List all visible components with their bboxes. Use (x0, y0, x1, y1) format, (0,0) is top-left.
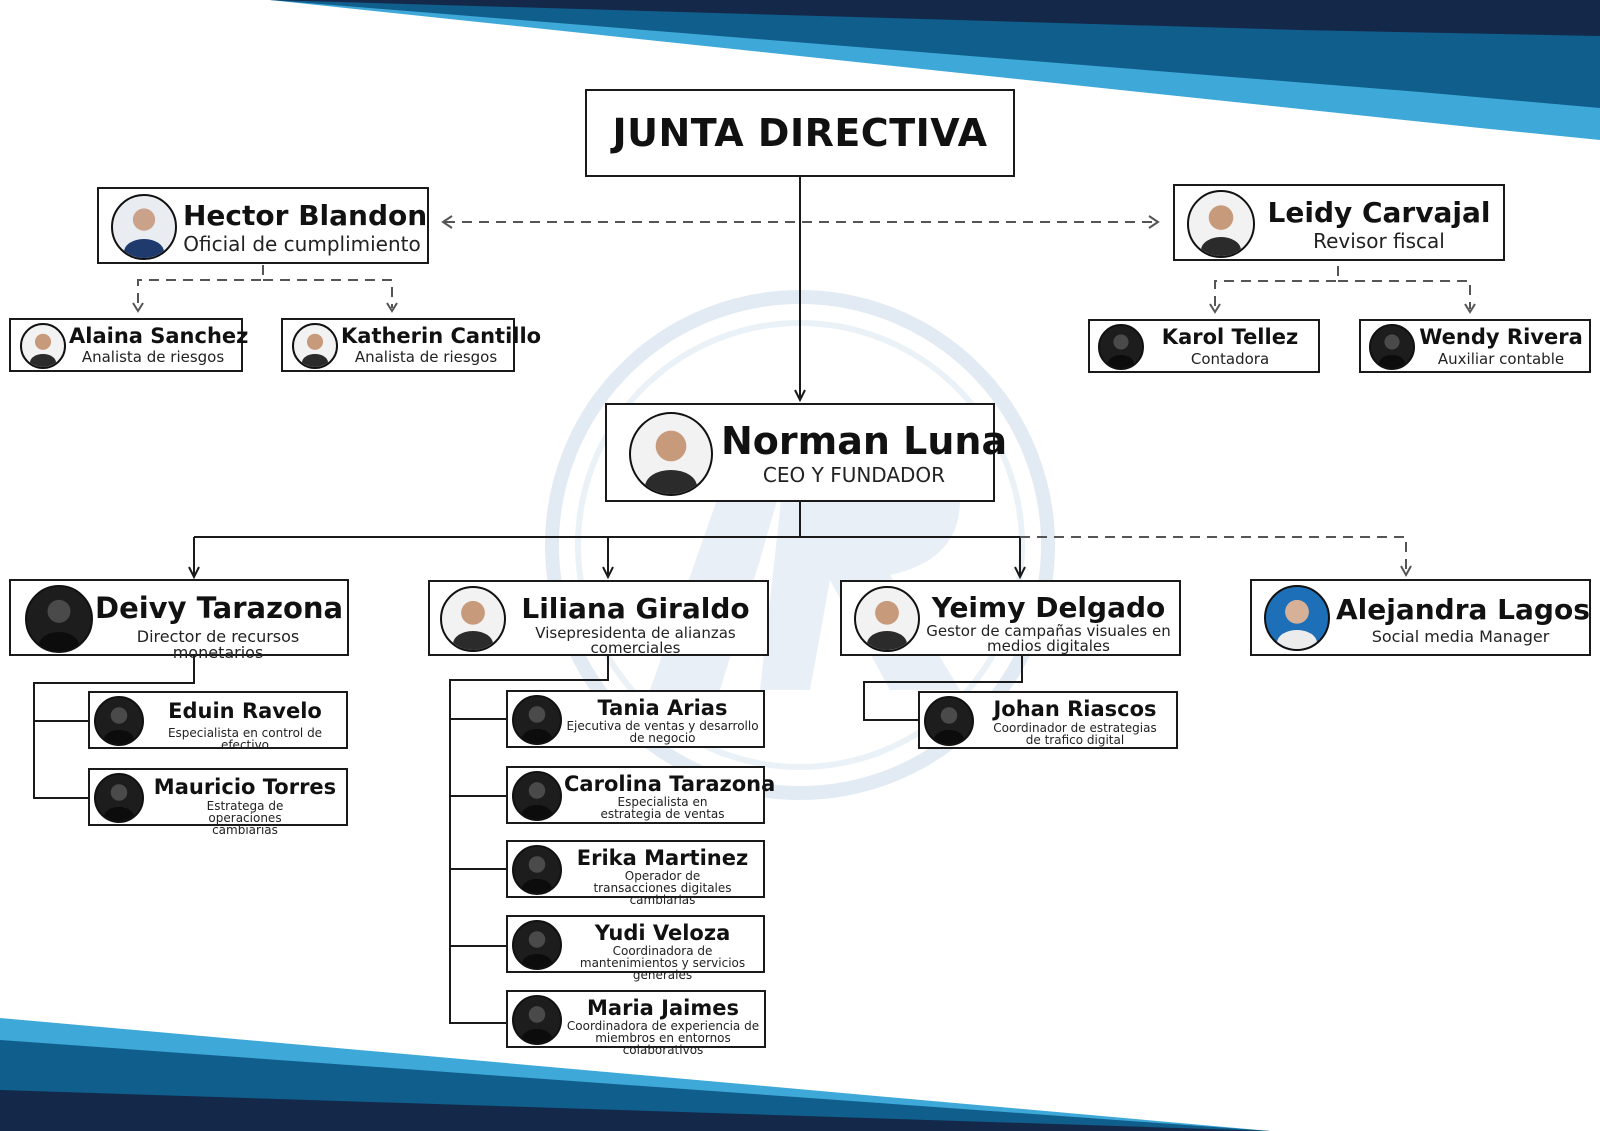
node-name: Norman Luna (721, 419, 1008, 463)
node-name: Hector Blandon (183, 199, 428, 232)
avatar (1187, 190, 1255, 258)
node-yudi-veloza: Yudi Veloza Coordinadora de mantenimient… (506, 915, 765, 981)
node-role: Director de recursos monetarios (136, 627, 300, 662)
yeimy-tree-line (863, 654, 1023, 721)
chart-title: JUNTA DIRECTIVA (612, 111, 988, 155)
node-leidy-carvajal: Leidy Carvajal Revisor fiscal (1173, 184, 1505, 261)
avatar (512, 695, 562, 745)
node-eduin-ravelo: Eduin Ravelo Especialista en control de … (88, 691, 348, 752)
avatar (1369, 324, 1415, 370)
node-maria-jaimes: Maria Jaimes Coordinadora de experiencia… (506, 990, 766, 1056)
node-liliana-giraldo: Liliana Giraldo Visepresidenta de alianz… (428, 580, 769, 656)
node-karol-tellez: Karol Tellez Contadora (1088, 319, 1320, 373)
node-role: Auxiliar contable (1437, 350, 1565, 368)
junta-directiva-box: JUNTA DIRECTIVA (585, 89, 1015, 177)
node-hector-blandon: Hector Blandon Oficial de cumplimiento (97, 187, 429, 264)
node-role: Gestor de campañas visuales en medios di… (926, 622, 1171, 655)
avatar (512, 771, 562, 821)
node-erika-martinez: Erika Martinez Operador de transacciones… (506, 840, 765, 906)
node-role: Social media Manager (1371, 627, 1550, 646)
node-role: Contadora (1190, 350, 1270, 368)
node-role: Ejecutiva de ventas y desarrollo de nego… (566, 719, 759, 745)
node-name: Alejandra Lagos (1336, 593, 1590, 626)
node-name: Deivy Tarazona (95, 591, 344, 625)
node-role: Analista de riesgos (81, 348, 225, 366)
avatar (629, 412, 713, 496)
avatar (1264, 585, 1330, 651)
node-role: Especialista en control de efectivo (167, 726, 323, 752)
node-name: Leidy Carvajal (1267, 196, 1491, 229)
node-role: CEO Y FUNDADOR (762, 463, 946, 487)
avatar (924, 696, 974, 746)
node-name: Mauricio Torres (153, 775, 337, 799)
node-name: Wendy Rivera (1419, 325, 1583, 349)
avatar (854, 586, 920, 652)
node-carolina-tarazona: Carolina Tarazona Especialista en estrat… (506, 766, 776, 824)
node-name: Eduin Ravelo (168, 699, 322, 723)
node-name: Carolina Tarazona (564, 772, 776, 796)
node-role: Coordinadora de mantenimientos y servici… (579, 944, 746, 982)
node-name: Johan Riascos (993, 697, 1157, 721)
node-name: Yeimy Delgado (931, 591, 1166, 624)
liliana-tree-line (449, 654, 609, 1024)
node-yeimy-delgado: Yeimy Delgado Gestor de campañas visuale… (840, 580, 1181, 656)
avatar (111, 194, 177, 260)
avatar (94, 773, 144, 823)
node-name: Katherin Cantillo (341, 324, 542, 348)
node-name: Maria Jaimes (587, 996, 739, 1020)
alejandra-dashed-line (1020, 536, 1407, 572)
avatar (1098, 324, 1144, 370)
avatar (512, 920, 562, 970)
node-alaina-sanchez: Alaina Sanchez Analista de riesgos (9, 318, 249, 372)
avatar (440, 586, 506, 652)
node-name: Alaina Sanchez (69, 324, 249, 348)
node-norman-luna: Norman Luna CEO Y FUNDADOR (605, 403, 1008, 502)
avatar (512, 845, 562, 895)
avatar (20, 323, 66, 369)
node-role: Estratega de operaciones cambiarias (206, 799, 284, 837)
node-name: Liliana Giraldo (521, 592, 750, 625)
avatar (292, 323, 338, 369)
node-role: Coordinadora de experiencia de miembros … (566, 1019, 760, 1057)
node-johan-riascos: Johan Riascos Coordinador de estrategias… (918, 691, 1178, 749)
avatar (94, 696, 144, 746)
node-mauricio-torres: Mauricio Torres Estratega de operaciones… (88, 768, 348, 836)
deivy-tree-line (33, 654, 195, 799)
node-alejandra-lagos: Alejandra Lagos Social media Manager (1250, 579, 1591, 656)
node-deivy-tarazona: Deivy Tarazona Director de recursos mone… (9, 579, 349, 661)
node-wendy-rivera: Wendy Rivera Auxiliar contable (1359, 319, 1591, 373)
bottom-band-dark (0, 1090, 1270, 1131)
node-name: Karol Tellez (1161, 325, 1299, 349)
node-role: Coordinador de estrategias de trafico di… (993, 721, 1157, 747)
avatar (25, 585, 93, 653)
node-role: Visepresidenta de alianzas comerciales (535, 624, 736, 657)
node-name: Yudi Veloza (594, 921, 731, 945)
node-role: Oficial de cumplimiento (183, 232, 421, 256)
node-role: Especialista en estrategia de ventas (600, 795, 725, 821)
node-name: Erika Martinez (576, 846, 749, 870)
node-tania-arias: Tania Arias Ejecutiva de ventas y desarr… (506, 690, 765, 748)
node-role: Revisor fiscal (1313, 229, 1445, 253)
avatar (512, 995, 562, 1045)
top-band-dark (270, 0, 1600, 36)
node-katherin-cantillo: Katherin Cantillo Analista de riesgos (281, 318, 542, 372)
node-role: Analista de riesgos (354, 348, 498, 366)
node-role: Operador de transacciones digitales camb… (593, 869, 732, 907)
node-name: Tania Arias (597, 696, 728, 720)
